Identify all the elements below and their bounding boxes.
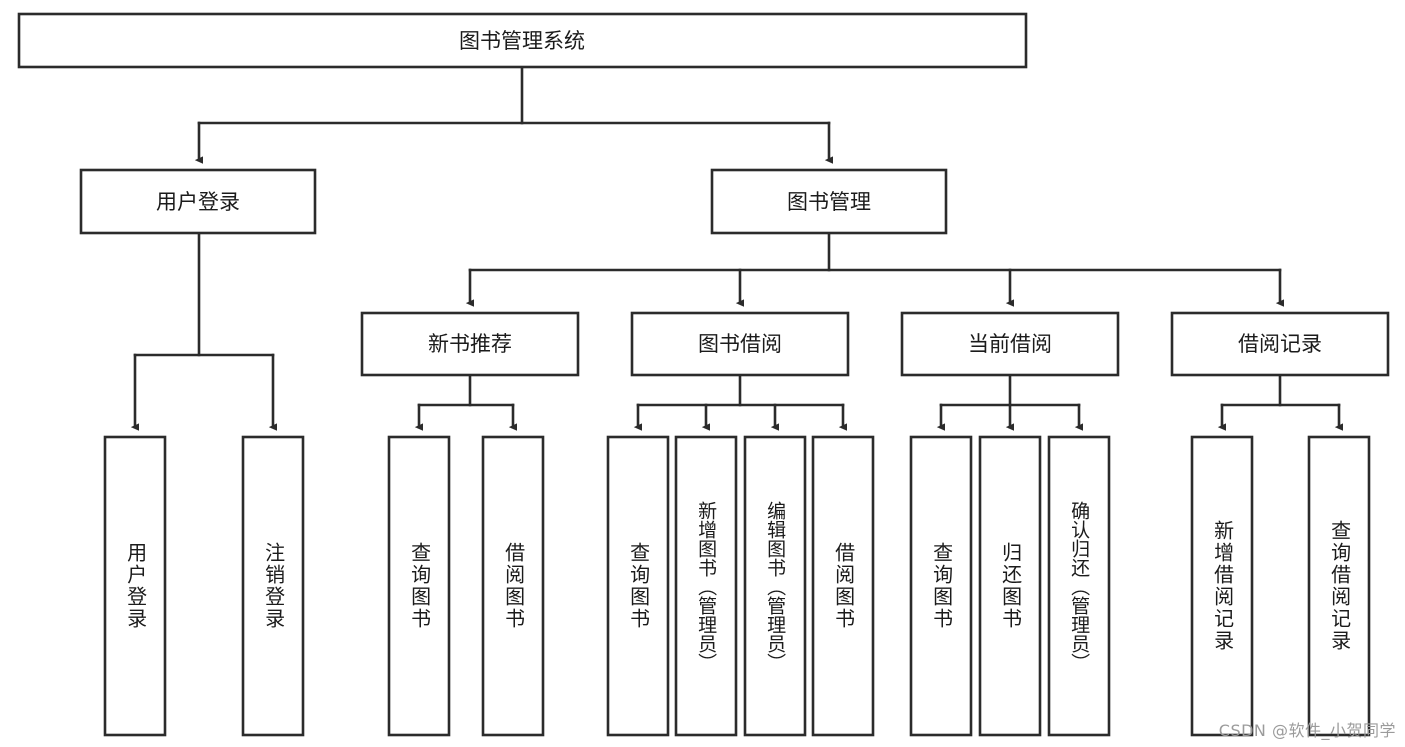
node-leaf-query-book-1[interactable] (387, 435, 451, 737)
node-book-borrow[interactable] (630, 311, 850, 377)
node-leaf-query-record[interactable] (1307, 435, 1371, 737)
nodes-group: 图书管理系统 用户登录 图书管理 新书推荐 图书借阅 当前借阅 借阅记录 (17, 12, 1390, 737)
node-leaf-edit-book[interactable] (743, 435, 807, 737)
node-borrow-record[interactable] (1170, 311, 1390, 377)
node-user-login-label: 用户登录 (156, 190, 240, 214)
node-new-book-recommend[interactable] (360, 311, 580, 377)
node-current-borrow-label: 当前借阅 (968, 332, 1052, 356)
node-book-borrow-label: 图书借阅 (698, 332, 782, 356)
node-leaf-query-book-2[interactable] (606, 435, 670, 737)
node-leaf-borrow-book-2[interactable] (811, 435, 875, 737)
node-current-borrow[interactable] (900, 311, 1120, 377)
node-book-management[interactable] (710, 168, 948, 235)
node-leaf-query-book-3[interactable] (909, 435, 973, 737)
node-book-management-label: 图书管理 (787, 190, 871, 214)
node-root[interactable] (17, 12, 1028, 69)
node-leaf-add-book[interactable] (674, 435, 738, 737)
node-leaf-return-book[interactable] (978, 435, 1042, 737)
node-leaf-add-record[interactable] (1190, 435, 1254, 737)
watermark-label: CSDN @软件_小贺同学 (1218, 721, 1396, 740)
node-leaf-logout[interactable] (241, 435, 305, 737)
node-new-book-recommend-label: 新书推荐 (428, 332, 512, 356)
edges-group (130, 65, 1344, 431)
node-leaf-user-login[interactable] (103, 435, 167, 737)
node-leaf-borrow-book-1[interactable] (481, 435, 545, 737)
node-borrow-record-label: 借阅记录 (1238, 332, 1322, 356)
node-leaf-confirm-return[interactable] (1047, 435, 1111, 737)
node-root-label: 图书管理系统 (459, 29, 585, 53)
node-user-login[interactable] (79, 168, 317, 235)
